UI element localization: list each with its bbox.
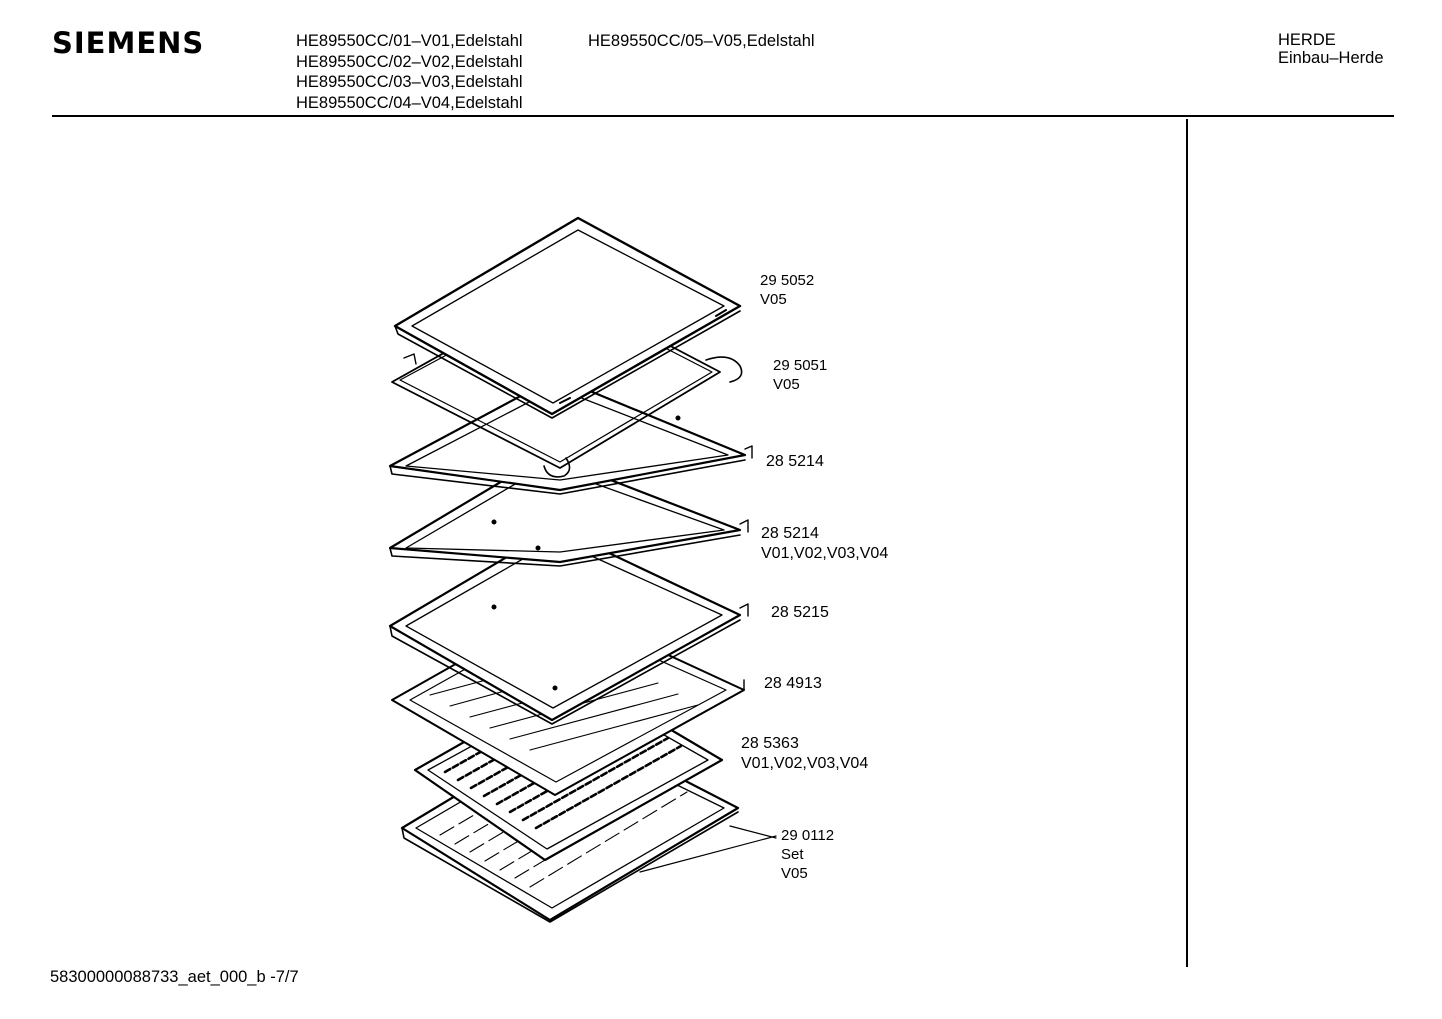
part-number: 29 5051 (773, 357, 828, 374)
model-item: HE89550CC/01–V01,Edelstahl (296, 32, 523, 50)
part-variant: V05 (781, 865, 808, 882)
part-label: 29 0112 Set V05 (781, 826, 834, 883)
model-item: HE89550CC/05–V05,Edelstahl (588, 32, 815, 50)
model-item: HE89550CC/02–V02,Edelstahl (296, 52, 523, 71)
part-number: 28 4913 (764, 675, 822, 692)
model-item: HE89550CC/03–V03,Edelstahl (296, 73, 523, 91)
appliance-category: HERDE Einbau–Herde (1278, 31, 1384, 67)
baking-tray-deep-drawing (388, 526, 749, 725)
part-label: 29 5051 V05 (773, 356, 827, 394)
part-variant: V01,V02,V03,V04 (761, 544, 889, 562)
brand-logo: SIEMENS (52, 26, 205, 60)
category-name: HERDE (1278, 31, 1336, 49)
model-item: HE89550CC/04–V04,Edelstahl (296, 93, 523, 112)
part-variant: V05 (760, 291, 787, 308)
enamel-pan-drawing (393, 216, 742, 419)
part-label: 28 5363 V01,V02,V03,V04 (741, 734, 868, 773)
leader-line (639, 825, 777, 873)
part-number: 29 5052 (760, 272, 815, 289)
header-divider (52, 115, 1394, 117)
part-variant: V05 (773, 376, 800, 393)
part-set: Set (781, 846, 804, 863)
model-list-primary: HE89550CC/01–V01,Edelstahl HE89550CC/02–… (296, 31, 523, 113)
part-number: 28 5214 (761, 525, 819, 542)
document-id: 58300000088733_aet_000_b -7/7 (50, 968, 299, 986)
part-label: 29 5052 V05 (760, 271, 814, 309)
part-number: 29 0112 (781, 827, 835, 844)
model-list-secondary: HE89550CC/05–V05,Edelstahl (588, 31, 815, 52)
category-subname: Einbau–Herde (1278, 49, 1384, 67)
baking-tray-drawing (388, 375, 753, 495)
side-divider (1186, 119, 1188, 967)
part-number: 28 5214 (766, 453, 824, 470)
part-number: 28 5215 (771, 604, 829, 621)
part-label: 28 5214 V01,V02,V03,V04 (761, 524, 888, 563)
part-label: 28 5215 (771, 603, 829, 623)
part-number: 28 5363 (741, 735, 799, 752)
part-label: 28 5214 (766, 452, 824, 472)
part-label: 28 4913 (764, 674, 822, 694)
part-variant: V01,V02,V03,V04 (741, 754, 869, 772)
